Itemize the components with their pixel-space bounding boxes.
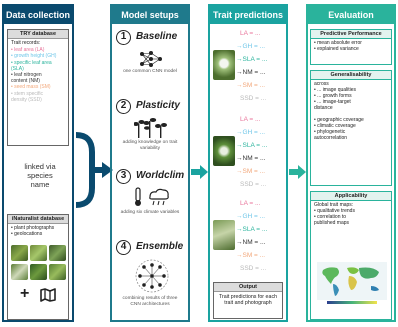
inat-item-photos: • plant photographs <box>11 225 55 231</box>
generalisability-title: Generalisability <box>311 71 391 80</box>
predictive-performance-box: Predictive Performance • mean absolute e… <box>310 29 392 65</box>
data-to-model-arrow <box>75 132 113 208</box>
output-box: Output Trait predictions for each trait … <box>213 282 283 319</box>
step-number: 4 <box>116 240 131 255</box>
model-to-trait-arrow <box>191 165 208 179</box>
gen-item: • ... growth forms <box>314 93 352 99</box>
trait-records-label: Trait records: <box>11 40 41 46</box>
step-number: 2 <box>116 99 131 114</box>
applicability-text: Global trait maps: <box>314 202 354 208</box>
trait-prediction-row: SSD = ... <box>240 181 267 188</box>
trait-prediction-row: →SM = ... <box>236 252 266 259</box>
eval-item-variance: • explained variance <box>314 46 359 52</box>
plus-icon: + <box>20 285 30 302</box>
ensemble-network-icon <box>135 259 169 293</box>
neural-network-icon <box>140 51 162 67</box>
plant-photo <box>30 264 47 280</box>
trait-prediction-row: →GH = ... <box>236 129 266 136</box>
gen-item: autocorrelation <box>314 135 348 141</box>
app-item: • qualitative trends <box>314 208 355 214</box>
data-collection-column: Data collection TRY database Trait recor… <box>2 4 74 322</box>
try-database-box: TRY database Trait records: • leaf area … <box>7 29 69 146</box>
applicability-box: Applicability Global trait maps: • quali… <box>310 191 392 320</box>
trait-prediction-row: SSD = ... <box>240 95 267 102</box>
try-trait-item: • stem specific <box>11 90 44 97</box>
try-trait-list: • leaf area (LA)• growth height (GH)• sp… <box>8 47 68 103</box>
trait-predictions-header: Trait predictions <box>210 6 286 24</box>
trait-prediction-row: →SLA = ... <box>236 226 268 233</box>
plant-photo <box>11 245 28 261</box>
map-icon <box>40 288 56 302</box>
trait-prediction-row: →SLA = ... <box>236 142 268 149</box>
global-trait-map <box>317 262 387 304</box>
trait-prediction-row: →SM = ... <box>236 82 266 89</box>
gen-item: • geographic coverage <box>314 117 364 123</box>
app-item: published maps <box>314 220 350 226</box>
trait-prediction-row: →SLA = ... <box>236 56 268 63</box>
gen-item: • ... image qualities <box>314 87 357 93</box>
plant-photo <box>11 264 28 280</box>
step-desc-plasticity: adding knowledge on trait variability <box>122 140 178 151</box>
plant-seedlings-icon <box>134 118 167 138</box>
trait-prediction-row: →NM = ... <box>236 69 266 76</box>
generalisability-across: across <box>314 81 329 87</box>
try-trait-item: (SLA) <box>11 65 24 72</box>
plant-photo <box>213 220 235 250</box>
climate-icon <box>135 187 169 206</box>
step-number: 1 <box>116 30 131 45</box>
plant-photo <box>213 136 235 166</box>
step-number: 3 <box>116 169 131 184</box>
try-trait-item: • growth height (GH) <box>11 53 57 60</box>
try-trait-item: • seed mass (SM) <box>11 84 51 91</box>
step-name-ensemble: Ensemble <box>136 241 184 252</box>
trait-prediction-row: →GH = ... <box>236 213 266 220</box>
trait-prediction-row: →SM = ... <box>236 168 266 175</box>
step-desc-baseline: one common CNN model <box>123 69 177 74</box>
trait-prediction-row: SSD = ... <box>240 265 267 272</box>
data-collection-header: Data collection <box>4 6 72 24</box>
eval-item-mae: • mean absolute error <box>314 40 362 46</box>
inat-item-geo: • geolocations <box>11 231 43 238</box>
step-name-plasticity: Plasticity <box>136 100 180 111</box>
evaluation-column: Evaluation Predictive Performance • mean… <box>306 4 396 322</box>
trait-prediction-row: LA = ... <box>240 30 261 37</box>
inaturalist-title: iNaturalist database <box>8 215 68 224</box>
trait-prediction-row: →NM = ... <box>236 239 266 246</box>
plant-photo <box>49 264 66 280</box>
try-trait-item: density (SSD) <box>11 96 42 103</box>
evaluation-header: Evaluation <box>308 6 394 24</box>
link-via-species-text: linked via species name <box>24 162 56 189</box>
app-item: • correlation to <box>314 214 347 220</box>
try-trait-item: • leaf nitrogen <box>11 72 42 79</box>
step-name-worldclim: Worldclim <box>136 170 185 181</box>
gen-item: distance <box>314 105 333 111</box>
step-desc-worldclim: adding six climate variables <box>120 210 180 215</box>
trait-prediction-row: LA = ... <box>240 116 261 123</box>
trait-prediction-row: →GH = ... <box>236 43 266 50</box>
inaturalist-box: iNaturalist database • plant photographs… <box>7 214 69 320</box>
gen-item: • phylogenetic <box>314 129 346 135</box>
try-trait-item: • specific leaf area <box>11 59 52 66</box>
gen-item: • ... image-target <box>314 99 351 105</box>
generalisability-box: Generalisability across • ... image qual… <box>310 70 392 186</box>
step-name-baseline: Baseline <box>136 31 178 42</box>
try-database-title: TRY database <box>8 30 68 39</box>
applicability-title: Applicability <box>311 192 391 201</box>
trait-predictions-column: Trait predictions LA = ... →GH = ... →SLA … <box>208 4 288 322</box>
step-desc-ensemble: combining results of three CNN architect… <box>122 296 178 307</box>
gen-item: • climatic coverage <box>314 123 356 129</box>
plant-photo <box>213 50 235 80</box>
predictive-performance-title: Predictive Performance <box>311 30 391 39</box>
trait-to-eval-arrow <box>289 165 306 179</box>
try-trait-item: content (NM) <box>11 78 40 85</box>
trait-prediction-row: LA = ... <box>240 200 261 207</box>
plant-photo <box>49 245 66 261</box>
model-setups-header: Model setups <box>112 6 188 24</box>
plant-photo <box>30 245 47 261</box>
output-title: Output <box>214 283 282 292</box>
model-setups-column: Model setups 1 Baseline one common CNN m… <box>110 4 190 322</box>
output-text: Trait predictions for each trait and pho… <box>218 294 278 307</box>
trait-prediction-row: →NM = ... <box>236 155 266 162</box>
try-trait-item: • leaf area (LA) <box>11 47 45 54</box>
